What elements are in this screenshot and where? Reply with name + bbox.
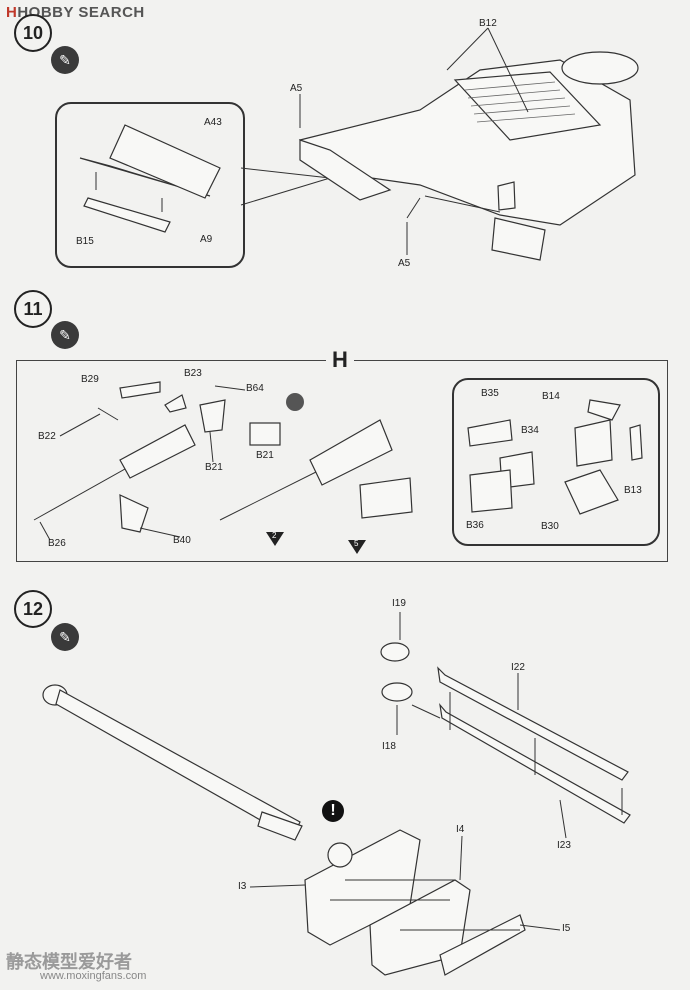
label-a43: A43 bbox=[204, 117, 222, 128]
label-b21-standalone: B21 bbox=[256, 450, 274, 461]
exclamation-icon: ! bbox=[322, 800, 344, 822]
label-b35: B35 bbox=[481, 388, 499, 399]
label-i23: I23 bbox=[557, 840, 571, 851]
label-b13: B13 bbox=[624, 485, 642, 496]
label-b14: B14 bbox=[542, 391, 560, 402]
label-b30: B30 bbox=[541, 521, 559, 532]
step-number-12: 12 bbox=[14, 590, 52, 628]
label-a9: A9 bbox=[200, 234, 213, 245]
label-i5: I5 bbox=[562, 923, 571, 934]
glue-pen-icon: ✎ bbox=[51, 46, 79, 74]
label-i22: I22 bbox=[511, 662, 525, 673]
label-a5-bottom: A5 bbox=[398, 258, 411, 269]
label-i4: I4 bbox=[456, 824, 465, 835]
label-b21: B21 bbox=[205, 462, 223, 473]
site-logo: HHOBBY SEARCH bbox=[6, 4, 145, 21]
glue-pen-icon: ✎ bbox=[51, 321, 79, 349]
label-b36: B36 bbox=[466, 520, 484, 531]
frame-title: H bbox=[326, 347, 354, 373]
label-a5-top: A5 bbox=[290, 83, 303, 94]
step-number-10: 10 bbox=[14, 14, 52, 52]
label-b12: B12 bbox=[479, 18, 497, 29]
label-b26: B26 bbox=[48, 538, 66, 549]
watermark-text: 静态模型爱好者 bbox=[6, 952, 132, 972]
label-i18: I18 bbox=[382, 741, 396, 752]
ammo-box-callout bbox=[452, 378, 660, 546]
watermark-url: www.moxingfans.com bbox=[40, 970, 147, 982]
flag-5: 5 bbox=[354, 539, 359, 548]
label-b29: B29 bbox=[81, 374, 99, 385]
label-b23: B23 bbox=[184, 368, 202, 379]
label-b15: B15 bbox=[76, 236, 94, 247]
label-i19: I19 bbox=[392, 598, 406, 609]
glue-pen-icon: ✎ bbox=[51, 623, 79, 651]
label-b34: B34 bbox=[521, 425, 539, 436]
label-b22: B22 bbox=[38, 431, 56, 442]
label-b64: B64 bbox=[246, 383, 264, 394]
label-i3: I3 bbox=[238, 881, 247, 892]
label-b40: B40 bbox=[173, 535, 191, 546]
detail-callout bbox=[55, 102, 245, 268]
step-number-11: 11 bbox=[14, 290, 52, 328]
flag-2: 2 bbox=[272, 531, 277, 540]
